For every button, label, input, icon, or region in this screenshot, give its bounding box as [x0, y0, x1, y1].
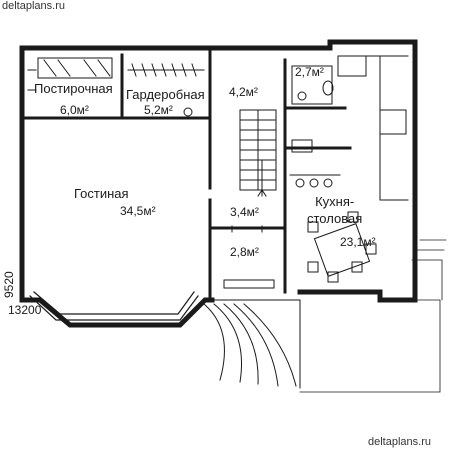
depth-dimension: 9520	[2, 271, 16, 298]
wardrobe-rail	[127, 63, 205, 117]
room-area-corridor: 3,4м²	[230, 205, 259, 219]
room-area-laundry: 6,0м²	[60, 103, 89, 117]
room-area-bathroom: 2,7м²	[295, 65, 324, 79]
width-dimension: 13200	[8, 303, 42, 317]
laundry-fixtures	[27, 57, 113, 91]
room-name-laundry: Постирочная	[34, 81, 113, 96]
bathroom-fixtures	[291, 55, 367, 105]
watermark-bottom: deltaplans.ru	[368, 436, 431, 448]
bar-stools	[289, 174, 341, 188]
room-area-vestibule: 2,8м²	[230, 245, 259, 259]
room-area-living-room: 34,5м²	[120, 204, 156, 218]
room-area-wardrobe: 5,2м²	[144, 103, 173, 117]
interior-walls	[20, 46, 352, 302]
terrace	[299, 239, 447, 393]
kitchen-counter	[291, 55, 409, 201]
bay-window	[29, 291, 199, 321]
dining-table	[307, 211, 377, 283]
room-area-hall: 4,2м²	[229, 85, 258, 99]
room-name-wardrobe: Гардеробная	[126, 87, 205, 102]
porch-steps	[203, 299, 301, 389]
staircase	[239, 109, 277, 197]
room-name-kitchen-dining: Кухня- столовая	[307, 194, 363, 226]
room-name-living-room: Гостиная	[74, 186, 129, 201]
room-area-kitchen-dining: 23,1м²	[340, 235, 376, 249]
watermark-top: deltaplans.ru	[2, 0, 65, 12]
vestibule	[223, 225, 275, 289]
